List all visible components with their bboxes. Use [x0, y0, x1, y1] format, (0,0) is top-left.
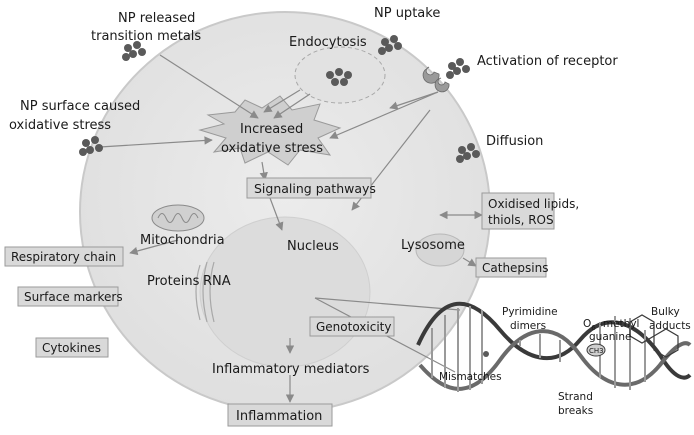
mitochondria-label: Mitochondria: [140, 233, 225, 248]
np-cluster-surface: [79, 136, 103, 156]
signaling-label: Signaling pathways: [254, 181, 376, 196]
ch3-label: CH3: [589, 347, 604, 355]
genotoxicity-label: Genotoxicity: [316, 320, 391, 334]
np-cluster-uptake: [378, 35, 402, 55]
bulky-label-1: Bulky: [651, 306, 680, 318]
lysosome-label: Lysosome: [401, 238, 465, 253]
nucleus: [199, 216, 371, 368]
surface-markers-box: [17, 286, 119, 307]
bulky-label-2: adducts: [649, 320, 691, 332]
increased-label-1: Increased: [240, 122, 303, 137]
np-cluster-diffusion: [456, 143, 480, 163]
dna-helix-icon: [416, 301, 692, 392]
surface-markers-label: Surface markers: [24, 290, 123, 304]
pyrimidine-label-1: Pyrimidine: [502, 306, 558, 318]
oxidative-stress-burst: [198, 95, 342, 166]
np-surface-label-2: oxidative stress: [9, 118, 111, 133]
endocytosis-label: Endocytosis: [289, 35, 367, 50]
inflammation-box: [227, 403, 333, 427]
oxidised-label-1: Oxidised lipids,: [488, 197, 579, 211]
np-uptake-label: NP uptake: [374, 6, 440, 21]
np-released-label-2: transition metals: [91, 29, 201, 44]
np-cluster-vesicle: [326, 68, 352, 86]
respiratory-box: [4, 246, 124, 267]
mitochondria-icon: [151, 204, 205, 232]
receptor-icon: [422, 66, 450, 93]
np-cluster-released: [122, 41, 146, 61]
nucleus-label: Nucleus: [287, 239, 339, 254]
methyl-label-1: O6 -methyl: [583, 318, 639, 332]
cytokines-box: [35, 337, 109, 358]
strand-label-2: breaks: [558, 405, 593, 417]
respiratory-label: Respiratory chain: [11, 250, 116, 264]
cathepsins-box: [475, 257, 547, 278]
oxidised-box: [481, 192, 555, 230]
signaling-box: [246, 177, 372, 199]
lysosome: [415, 233, 465, 267]
mismatches-label: Mismatches: [439, 371, 502, 383]
genotoxicity-box: [309, 316, 395, 337]
activation-receptor-label: Activation of receptor: [477, 54, 618, 69]
np-surface-label-1: NP surface caused: [20, 99, 140, 114]
inflammation-label: Inflammation: [236, 409, 322, 424]
increased-label-2: oxidative stress: [221, 141, 323, 156]
endoplasmic-reticulum-icon: [195, 261, 215, 323]
proteins-label: Proteins: [147, 274, 200, 289]
cytokines-label: Cytokines: [42, 341, 101, 355]
pyrimidine-label-2: dimers: [510, 320, 546, 332]
rna-label: RNA: [203, 274, 231, 289]
diffusion-label: Diffusion: [486, 134, 543, 149]
oxidised-label-2: thiols, ROS: [488, 213, 554, 227]
strand-label-1: Strand: [558, 391, 593, 403]
np-released-label-1: NP released: [118, 11, 195, 26]
methyl-label-2: guanine: [589, 331, 631, 343]
cathepsins-label: Cathepsins: [482, 261, 549, 275]
np-cluster-receptor: [446, 58, 470, 79]
inflammatory-label: Inflammatory mediators: [212, 362, 370, 377]
